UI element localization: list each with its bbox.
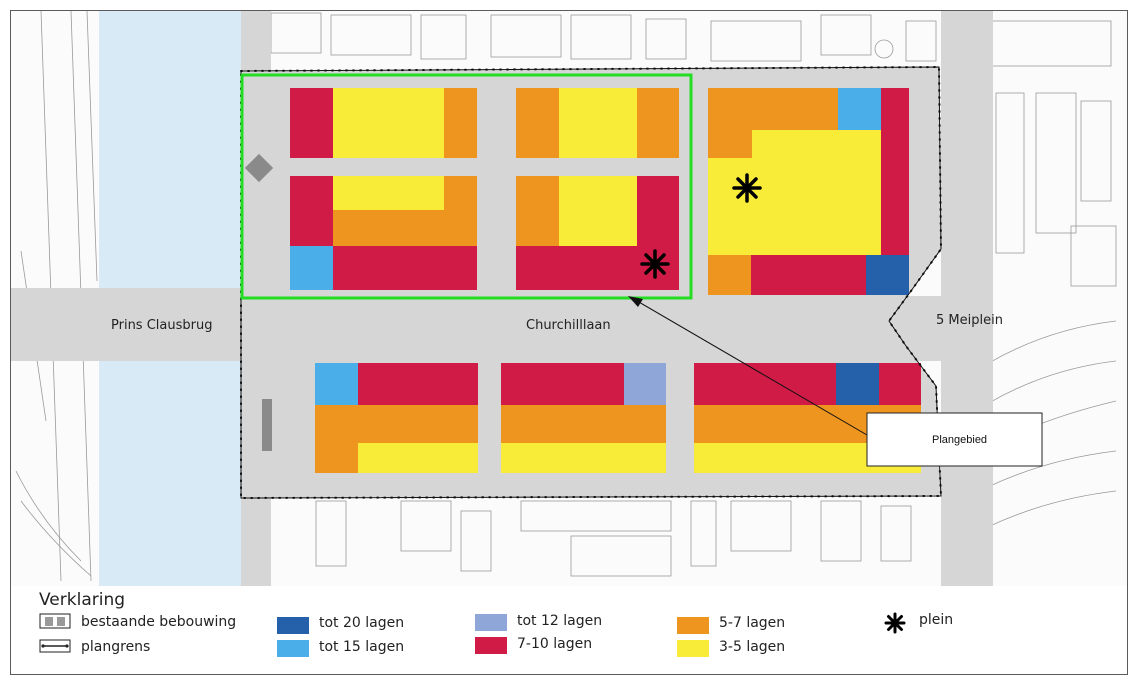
buildings-top-right [708, 88, 909, 295]
swatch-tot-12-lagen [475, 614, 507, 631]
map-frame: Prins Clausbrug Churchilllaan 5 Meiplein… [10, 10, 1128, 675]
swatch-7-10-lagen [475, 637, 507, 654]
plan-boundary-icon [39, 639, 71, 653]
swatch-3-5-lagen [677, 640, 709, 657]
site-plan-map: Prins Clausbrug Churchilllaan 5 Meiplein… [11, 11, 1127, 674]
buildings-top-left-2 [516, 88, 679, 158]
callout-arrow-head [628, 296, 643, 307]
legend-label-7-10: 7-10 lagen [517, 636, 592, 652]
legend-label-plangrens: plangrens [81, 639, 150, 655]
buildings-south-2 [501, 363, 666, 473]
buildings-mid-left-1 [290, 176, 477, 290]
buildings-top-left-1 [290, 88, 477, 158]
plan-highlight-box [240, 73, 693, 300]
callout-label: Plangebied [932, 434, 987, 446]
asterisk-icon [884, 612, 906, 634]
swatch-tot-20-lagen [277, 617, 309, 634]
swatch-tot-15-lagen [277, 640, 309, 657]
existing-building-icon [39, 613, 71, 629]
label-5-meiplein: 5 Meiplein [936, 313, 1003, 328]
callout-arrow-line [631, 297, 868, 436]
legend-label-5-7: 5-7 lagen [719, 615, 785, 631]
legend-label-3-5: 3-5 lagen [719, 639, 785, 655]
legend-label-tot-15: tot 15 lagen [319, 639, 404, 655]
callout-box [866, 412, 1043, 467]
label-churchilllaan: Churchilllaan [526, 318, 611, 333]
swatch-5-7-lagen [677, 617, 709, 634]
legend-panel [11, 586, 1127, 674]
legend-label-tot-12: tot 12 lagen [517, 613, 602, 629]
asterisk-icon [640, 249, 670, 279]
legend-label-plein: plein [919, 612, 953, 628]
legend-label-tot-20: tot 20 lagen [319, 615, 404, 631]
label-prins-clausbrug: Prins Clausbrug [111, 318, 212, 333]
legend-title: Verklaring [39, 590, 125, 610]
grey-bar-marker [262, 399, 272, 451]
asterisk-icon [732, 173, 762, 203]
legend-label-existing: bestaande bebouwing [81, 614, 236, 630]
buildings-south-1 [315, 363, 478, 473]
